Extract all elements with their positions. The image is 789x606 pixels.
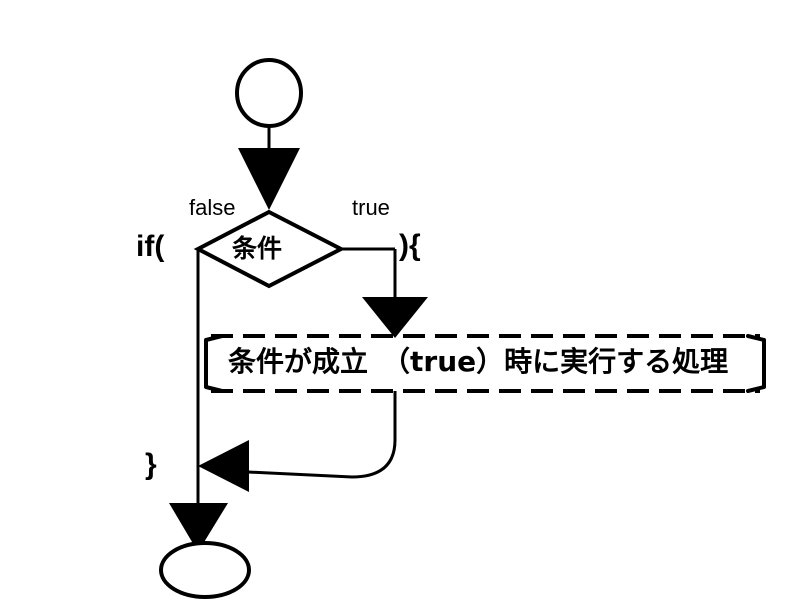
code-annotation-if-open: if(	[136, 230, 165, 263]
decision-node-label: 条件	[232, 234, 283, 263]
arrowhead-merge-left	[198, 440, 249, 492]
process-node-label: 条件が成立 （true）時に実行する処理	[228, 345, 729, 378]
arrowhead-start-to-decision	[238, 148, 300, 210]
start-node-circle	[235, 58, 303, 128]
edge-label-true: true	[352, 195, 390, 220]
edge-process-return-to-merge	[247, 391, 397, 479]
process-box-left-bracket	[204, 334, 224, 393]
process-box-right-bracket	[746, 334, 766, 393]
end-node-ellipse	[159, 541, 251, 599]
decision-diamond	[193, 209, 346, 289]
code-annotation-if-close: ){	[399, 229, 421, 262]
code-annotation-block-close: }	[145, 448, 157, 481]
edge-label-false: false	[189, 195, 236, 220]
arrowhead-true-to-process	[362, 297, 428, 338]
arrowhead-to-end	[169, 503, 228, 552]
